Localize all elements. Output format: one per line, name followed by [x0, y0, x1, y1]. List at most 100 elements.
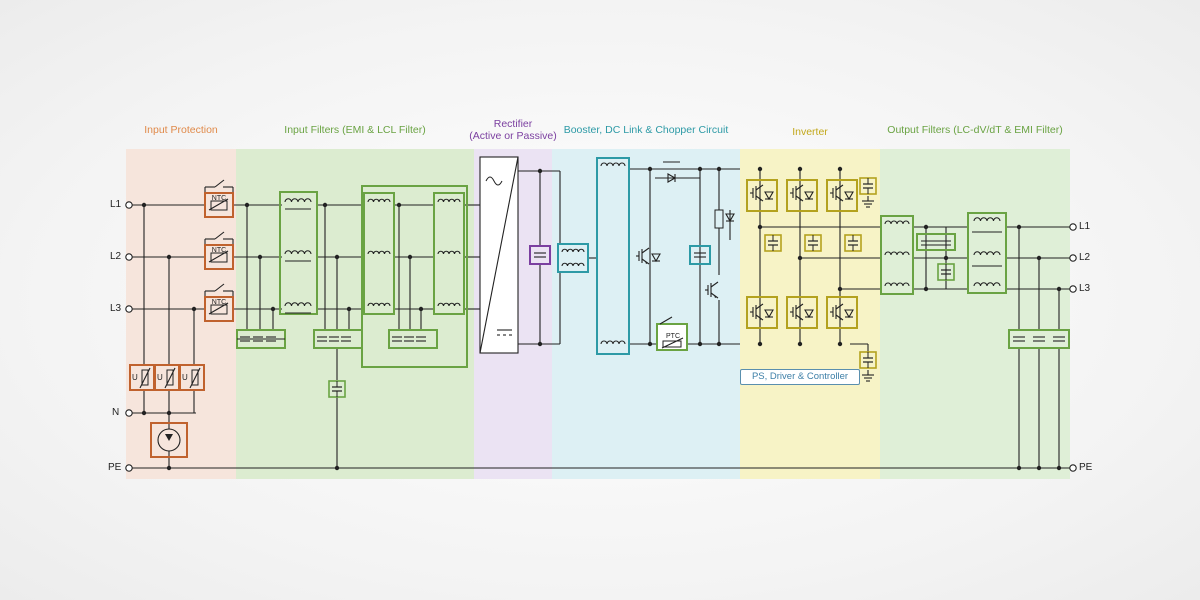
- junction-dot: [797, 341, 803, 347]
- igbt-module-bottom-3: [826, 296, 858, 329]
- ntc-thermistor-icon-2: [204, 244, 234, 270]
- ac-symbol: [485, 176, 503, 186]
- coil-path: [367, 250, 391, 255]
- junction-dot: [1056, 465, 1062, 471]
- diode-body: [844, 309, 854, 319]
- wire-163: [835, 184, 844, 191]
- surge-arrester-icon: [150, 422, 188, 458]
- rectifier-title: Rectifier (Active or Passive): [469, 118, 557, 142]
- igbt-arrow: [839, 198, 842, 201]
- diode-body: [844, 191, 854, 201]
- dc-link-capacitor: [689, 245, 711, 265]
- diode-icon-boost: [651, 253, 661, 263]
- coil-path: [437, 302, 461, 307]
- junction-dot: [346, 306, 352, 312]
- varistor-icon-3: [179, 364, 205, 391]
- lcl-inductor-right: [433, 192, 465, 315]
- ground-icon: [862, 370, 874, 382]
- inverter-title: Inverter: [792, 126, 828, 138]
- varistor-label-2: U: [157, 373, 163, 382]
- booster-bg: [552, 149, 740, 479]
- terminal-l2-out: [1069, 254, 1077, 262]
- junction-dot: [837, 341, 843, 347]
- junction-dot: [1016, 224, 1022, 230]
- junction-dot: [647, 166, 653, 172]
- diode-icon-inv-bottom-2: [804, 309, 814, 319]
- diode-icon-inv-top-1: [764, 191, 774, 201]
- junction-dot: [191, 306, 197, 312]
- terminal-in-n: N: [112, 407, 120, 418]
- diode-body: [667, 173, 677, 183]
- diode-icon-inv-bottom-3: [844, 309, 854, 319]
- junction-dot: [837, 286, 843, 292]
- wires: [132, 168, 1070, 469]
- igbt-module-top-2: [786, 179, 818, 212]
- wire-104: [641, 247, 650, 254]
- terminal-out-l3: L3: [1079, 283, 1091, 294]
- igbt-icon-top-3: [830, 184, 844, 202]
- varistor-label-3: U: [182, 373, 188, 382]
- junction-dot: [797, 166, 803, 172]
- ground-icon: [862, 196, 874, 208]
- junction-dot: [257, 254, 263, 260]
- ps-driver-controller-label: PS, Driver & Controller: [740, 369, 860, 385]
- igbt-module-bottom-2: [786, 296, 818, 329]
- diode-icon-inv-bottom-1: [764, 309, 774, 319]
- coil-path: [884, 220, 910, 225]
- coil-path: [367, 302, 391, 307]
- wire-84: [479, 156, 519, 354]
- junction-dot: [1016, 465, 1022, 471]
- ntc-body: [210, 252, 228, 263]
- varistor-label-1: U: [132, 373, 138, 382]
- capacitor-bank-3: [388, 329, 438, 349]
- arrester-arrow: [165, 434, 173, 441]
- junction-dot: [418, 306, 424, 312]
- inductor-icon-tx2: [561, 262, 585, 267]
- wire-26: [208, 250, 229, 263]
- inductor-icon-c1-l2: [284, 250, 312, 255]
- lcl-filter-box: [361, 185, 468, 368]
- terminal-pe-in: [125, 464, 133, 472]
- junction-dot: [923, 286, 929, 292]
- wire-135: [755, 303, 764, 310]
- terminal-pe-out: [1069, 464, 1077, 472]
- junction-dot: [716, 341, 722, 347]
- junction-dot: [716, 166, 722, 172]
- ntc-thermistor-icon-1: [204, 192, 234, 218]
- common-mode-choke-1: [279, 191, 318, 315]
- ntc-thermistor-icon-3: [204, 296, 234, 322]
- junction-dot: [1036, 255, 1042, 261]
- lcl-inductor-left: [363, 192, 395, 315]
- igbt-arrow: [799, 198, 802, 201]
- inductor-icon-o2-b: [973, 251, 1001, 256]
- output-filters-title: Output Filters (LC-dV/dT & EMI Filter): [887, 124, 1063, 136]
- wire-129: [755, 184, 764, 191]
- igbt-icon-top-2: [790, 184, 804, 202]
- terminal-out-l2: L2: [1079, 252, 1091, 263]
- igbt-arrow: [759, 317, 762, 320]
- junction-dot: [166, 465, 172, 471]
- igbt-icon-boost: [636, 247, 650, 265]
- terminal-l1-out: [1069, 223, 1077, 231]
- coil-path: [884, 251, 910, 256]
- diode-icon-inv-top-3: [844, 191, 854, 201]
- junction-dot: [166, 410, 172, 416]
- coil-path: [561, 262, 585, 267]
- junction-dot: [757, 224, 763, 230]
- output-emi-capacitor-bank: [1008, 329, 1070, 349]
- junction-dot: [270, 306, 276, 312]
- junction-dot: [647, 341, 653, 347]
- input-filters-title: Input Filters (EMI & LCL Filter): [284, 124, 426, 136]
- junction-dot: [537, 341, 543, 347]
- coil-path: [600, 340, 626, 345]
- coil-path: [973, 251, 1001, 256]
- diode-body: [804, 191, 814, 201]
- wire-13: [189, 367, 201, 389]
- junction-dot: [244, 202, 250, 208]
- output-choke-2: [967, 212, 1007, 294]
- coil-path: [367, 198, 391, 203]
- capacitor-icon-inv-bottom: [859, 351, 877, 369]
- coil-path: [437, 198, 461, 203]
- inductor-icon-lcl-a1: [367, 250, 391, 255]
- igbt-icon-bottom-3: [830, 303, 844, 321]
